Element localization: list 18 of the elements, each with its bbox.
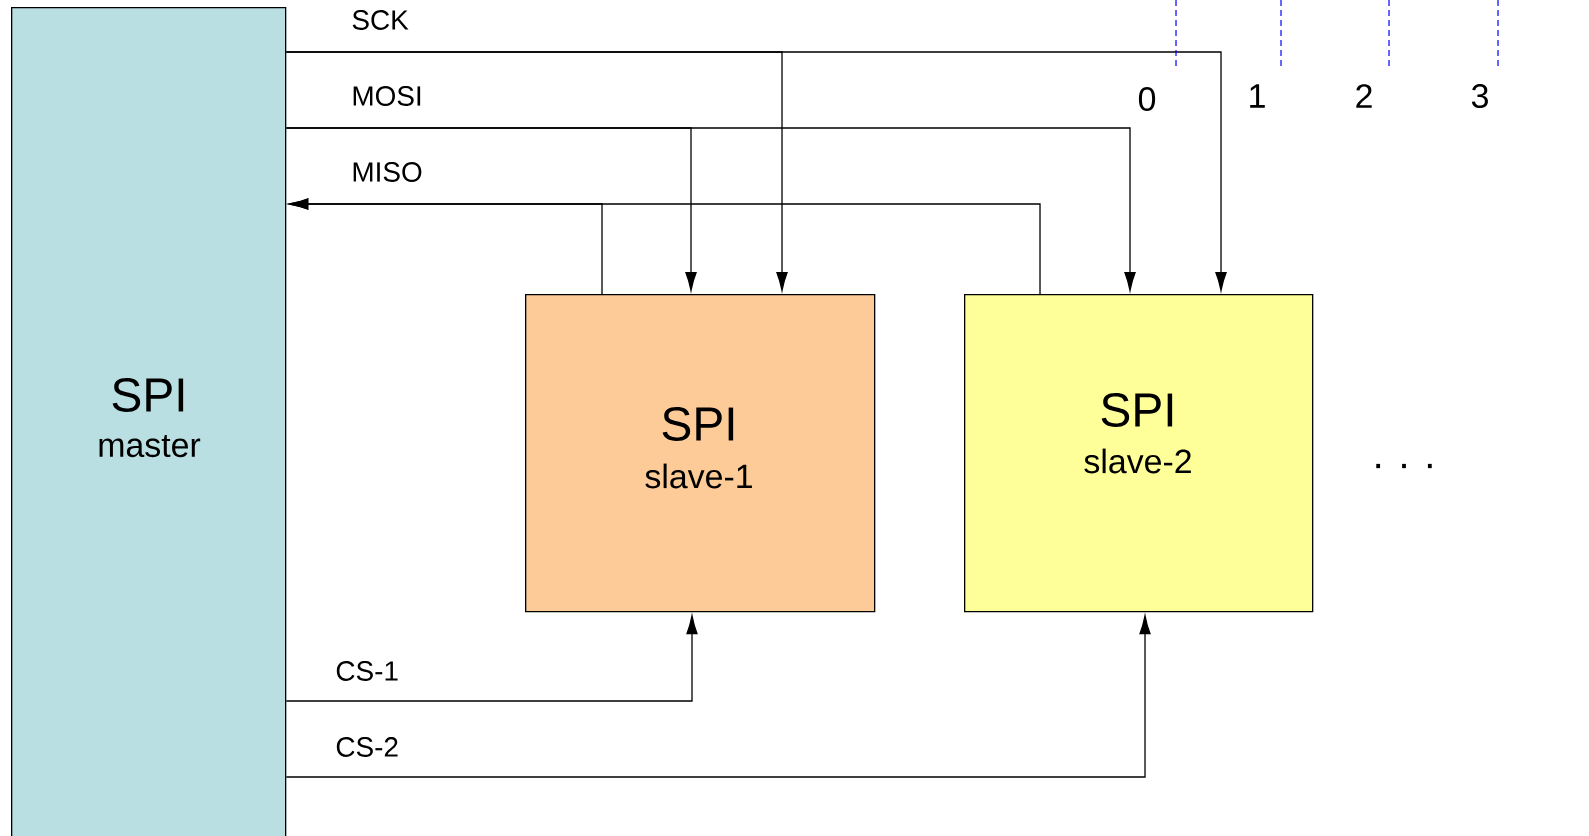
bit-number: 0 (1138, 87, 1156, 111)
signal-label: MISO (349, 160, 425, 184)
signal-label: SCK (349, 8, 411, 32)
slave-block: SPI slave-1 (525, 294, 876, 613)
bit-number: 3 (1471, 84, 1488, 108)
slave-block: SPI slave-2 (964, 294, 1314, 613)
arrow (285, 615, 1151, 778)
arrow (285, 615, 698, 702)
arrow (285, 51, 1227, 291)
controller-block: SPI master (11, 7, 287, 836)
bit-number: 2 (1356, 84, 1372, 108)
arrow (285, 127, 1136, 291)
signal-label: CS-2 (333, 735, 401, 759)
ellipsis: . . . (1376, 463, 1432, 469)
signal-label: CS-1 (333, 659, 401, 683)
signal-label: MOSI (349, 84, 425, 108)
bit-number: 1 (1250, 84, 1265, 108)
arrow (289, 198, 1041, 295)
